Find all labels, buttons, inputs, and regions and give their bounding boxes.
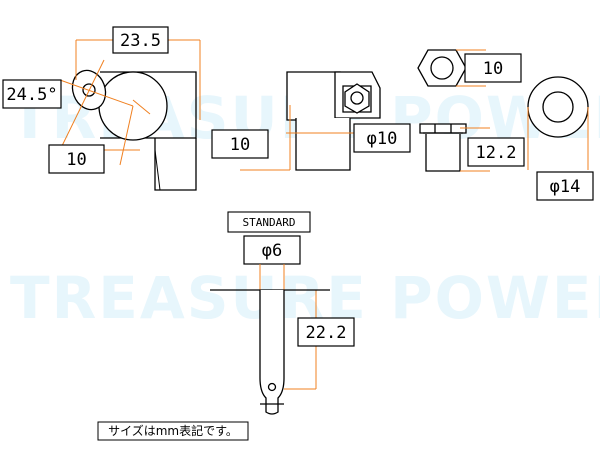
- dim-box-side-width: 10: [211, 129, 269, 159]
- bushing-side-view: [419, 123, 467, 172]
- dim-box-nut-width: 10: [464, 53, 522, 83]
- unit-note: サイズはmm表記です。: [97, 421, 249, 441]
- svg-text:10: 10: [483, 59, 503, 79]
- side-dimension-lines: [240, 105, 354, 171]
- svg-text:23.5: 23.5: [120, 31, 161, 51]
- hex-nut-top-view: [417, 49, 467, 87]
- svg-text:φ14: φ14: [550, 177, 581, 197]
- bushing-dimension-lines: [460, 127, 490, 172]
- hex-nut-dimension-lines: [456, 49, 486, 87]
- standard-label: STANDARD: [227, 211, 311, 233]
- svg-text:φ10: φ10: [367, 129, 398, 149]
- side-view: [286, 71, 381, 171]
- svg-text:サイズはmm表記です。: サイズはmm表記です。: [108, 423, 238, 438]
- svg-text:10: 10: [230, 135, 250, 155]
- dim-box-post-height: 22.2: [297, 317, 355, 347]
- peg-head-dimension-lines: [59, 39, 201, 166]
- dim-box-peg-offset: 10: [48, 144, 105, 174]
- dim-box-bushing-height: 12.2: [467, 137, 525, 167]
- dim-box-post-dia: φ6: [243, 235, 301, 265]
- svg-text:φ6: φ6: [262, 241, 282, 261]
- post-view: [210, 289, 330, 415]
- svg-text:24.5°: 24.5°: [6, 85, 57, 105]
- svg-text:STANDARD: STANDARD: [243, 216, 296, 229]
- svg-text:10: 10: [66, 150, 86, 170]
- dim-box-washer-dia: φ14: [536, 171, 594, 201]
- svg-text:22.2: 22.2: [306, 323, 347, 343]
- washer-dimension-lines: [527, 107, 589, 170]
- dim-box-peg-width: 23.5: [112, 26, 169, 54]
- dim-box-peg-angle: 24.5°: [2, 79, 62, 109]
- dim-box-bushing-dia: φ10: [353, 123, 411, 153]
- svg-text:12.2: 12.2: [476, 143, 517, 163]
- washer-view: [527, 76, 589, 138]
